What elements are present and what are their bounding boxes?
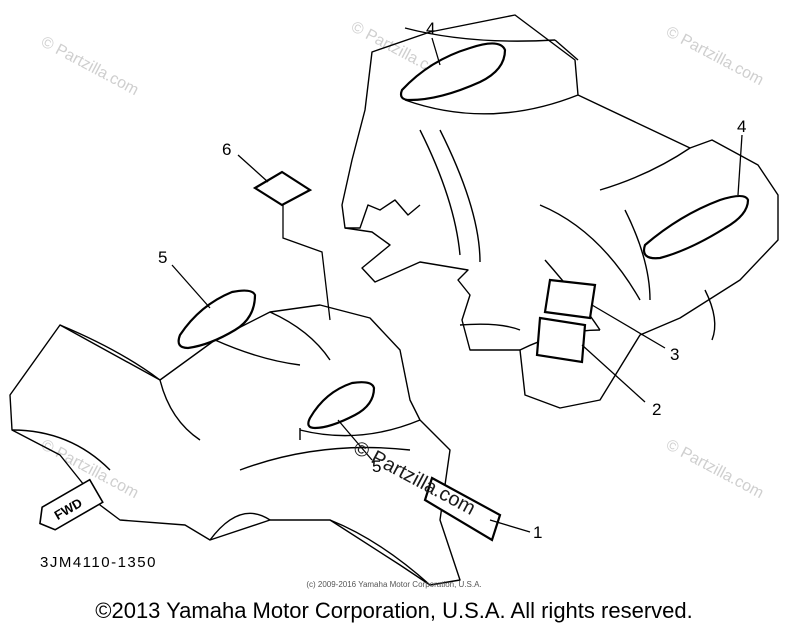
leader-lines xyxy=(171,37,743,533)
label-6 xyxy=(252,170,313,207)
emblem-4-right xyxy=(642,194,750,260)
watermark-bottom-right: © Partzilla.com xyxy=(663,437,766,503)
small-credit: (c) 2009-2016 Yamaha Motor Corporation, … xyxy=(306,580,482,589)
watermark-top-right: © Partzilla.com xyxy=(663,24,766,90)
emblem-5-left xyxy=(177,289,257,350)
rear-fender xyxy=(341,14,779,409)
emblem-label-diagram: © Partzilla.com © Partzilla.com © Partzi… xyxy=(9,14,779,586)
emblem-4-top xyxy=(399,42,507,102)
label-1 xyxy=(423,476,502,542)
label-3 xyxy=(543,278,597,320)
callout-numbers: 1 2 3 4 4 5 5 6 xyxy=(158,19,746,542)
callout-5-center: 5 xyxy=(372,457,381,476)
emblems xyxy=(177,42,750,542)
callout-4-top: 4 xyxy=(426,19,435,38)
callout-6: 6 xyxy=(222,140,231,159)
emblem-5-center xyxy=(307,381,376,430)
copyright-footer: ©2013 Yamaha Motor Corporation, U.S.A. A… xyxy=(95,598,693,623)
callout-4-right: 4 xyxy=(737,117,746,136)
fwd-arrow: FWD xyxy=(39,478,104,531)
watermark-center: © Partzilla.com xyxy=(350,437,479,520)
callout-2: 2 xyxy=(652,400,661,419)
part-code: 3JM4110-1350 xyxy=(40,554,157,571)
watermark-top-left: © Partzilla.com xyxy=(38,34,141,100)
label-2 xyxy=(535,316,587,364)
front-fender xyxy=(9,304,461,586)
callout-5-left: 5 xyxy=(158,248,167,267)
callout-3: 3 xyxy=(670,345,679,364)
callout-1: 1 xyxy=(533,523,542,542)
